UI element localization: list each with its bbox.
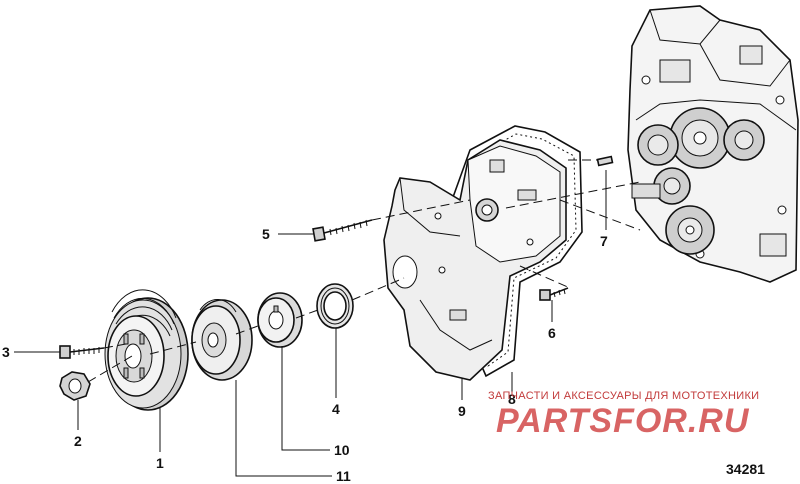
bolt-5 <box>312 219 373 242</box>
bolt-6 <box>539 287 569 301</box>
callout-5: 5 <box>262 226 270 242</box>
callout-2: 2 <box>74 433 82 449</box>
assembly-axis-lines <box>87 159 641 383</box>
callout-7: 7 <box>600 233 608 249</box>
watermark-brand: PARTSFOR.RU <box>496 402 750 440</box>
callout-labels: 1 2 3 4 5 6 7 8 9 10 11 <box>2 226 608 484</box>
dowel-pin <box>596 155 614 167</box>
crankshaft-pulley-spacer <box>191 298 253 381</box>
callout-6: 6 <box>548 325 556 341</box>
bolt-3 <box>59 345 105 359</box>
leader-lines <box>14 170 607 477</box>
front-cover <box>383 139 567 381</box>
callout-9: 9 <box>458 403 466 419</box>
callout-4: 4 <box>332 401 340 417</box>
crankshaft-seal <box>316 283 354 329</box>
callout-10: 10 <box>334 442 350 458</box>
watermark-tagline: ЗАПЧАСТИ И АКСЕССУАРЫ ДЛЯ МОТОТЕХНИКИ <box>488 390 760 402</box>
callout-3: 3 <box>2 344 10 360</box>
crankshaft-hub <box>257 292 303 348</box>
callout-8: 8 <box>508 391 516 407</box>
crankshaft-damper <box>104 289 189 411</box>
callout-1: 1 <box>156 455 164 471</box>
engine-block <box>627 5 799 283</box>
crankshaft-nut <box>59 371 91 401</box>
figure-number: 34281 <box>726 461 765 477</box>
callout-11: 11 <box>336 468 351 484</box>
